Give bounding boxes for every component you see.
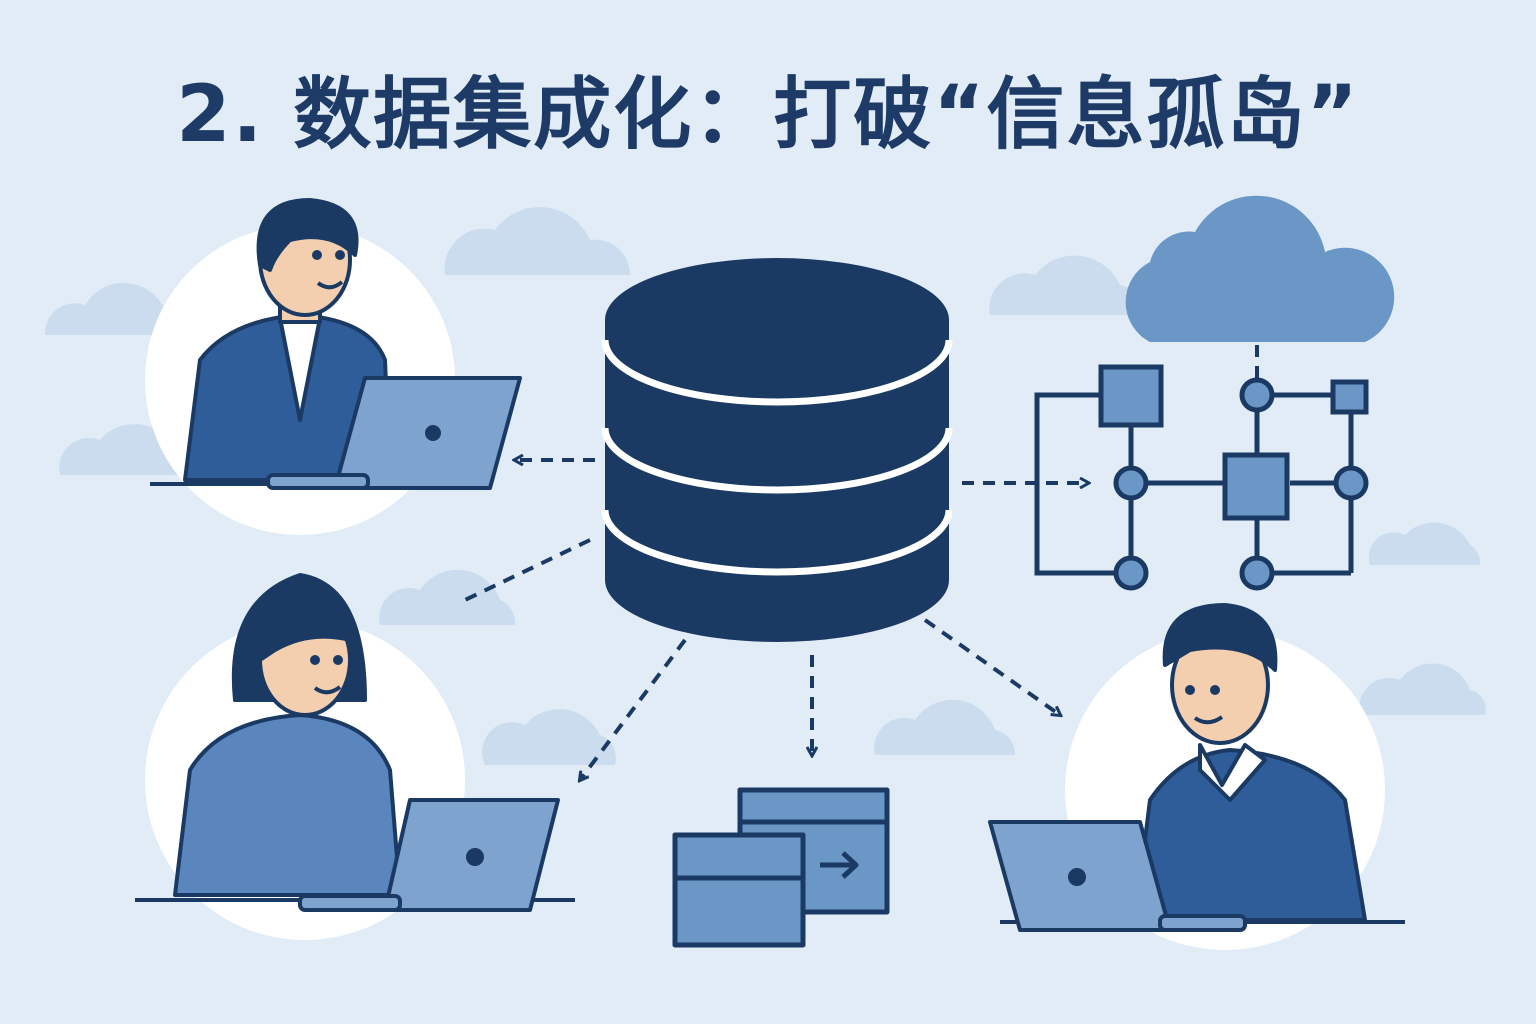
- arrow-to-man: [923, 618, 1060, 715]
- person-man-sweater: [1133, 603, 1367, 922]
- cloud-icon: [1125, 195, 1395, 342]
- network-diagram: [1034, 364, 1369, 591]
- background-clouds: [44, 207, 1486, 765]
- laptop-icon: [298, 798, 560, 912]
- page-title: 2. 数据集成化：打破“信息孤岛”: [176, 70, 1360, 160]
- person-woman: [173, 573, 402, 897]
- person-businessman: [183, 198, 392, 482]
- arrow-down-left: [580, 638, 687, 780]
- link-to-woman: [464, 538, 591, 602]
- data-flow-arrows: [464, 345, 1259, 780]
- laptop-icon: [988, 820, 1247, 932]
- database-icon: [601, 258, 953, 642]
- laptop-icon: [266, 376, 522, 490]
- data-cards-icon: [672, 787, 890, 948]
